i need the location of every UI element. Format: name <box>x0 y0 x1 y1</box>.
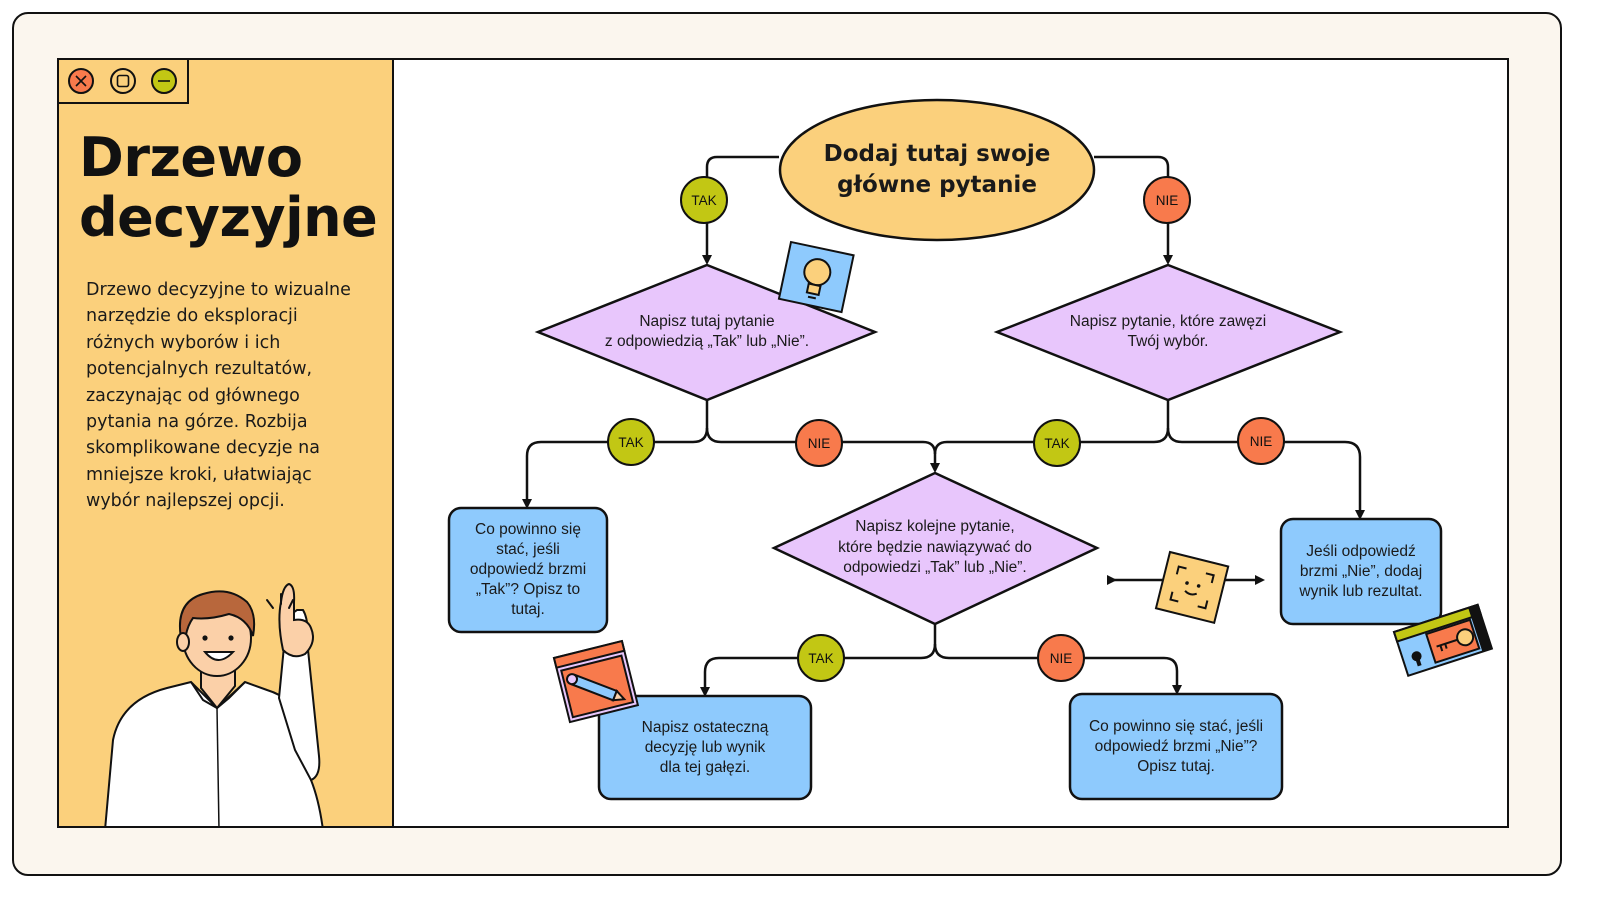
person-illustration <box>104 582 324 826</box>
no-badge-middle: NIE <box>1037 634 1085 682</box>
box-bottom-left-shape <box>597 694 813 801</box>
close-icon <box>75 75 87 87</box>
root-question[interactable]: Dodaj tutaj swoje główne pytanie <box>823 141 1051 198</box>
yes-badge-root: TAK <box>680 176 728 224</box>
edge-root-yes <box>702 155 779 265</box>
result-box-left[interactable]: Co powinno się stać, jeśli odpowiedź brz… <box>469 521 587 618</box>
face-id-icon <box>1154 550 1230 625</box>
edge-mq-no <box>933 643 1182 695</box>
page-title: Drzewo decyzyjne <box>79 126 378 249</box>
no-badge-left: NIE <box>795 419 843 467</box>
diamond-right <box>993 263 1344 402</box>
maximize-icon <box>116 74 130 88</box>
box-left-shape <box>447 506 609 634</box>
root-oval <box>778 98 1096 242</box>
no-badge-root: NIE <box>1143 176 1191 224</box>
maximize-button[interactable] <box>110 68 136 94</box>
box-bottom-right-shape <box>1068 692 1284 801</box>
window-controls <box>59 60 189 104</box>
pencil-icon <box>552 639 640 724</box>
decision-tree-canvas: Dodaj tutaj swoje główne pytanie Napisz … <box>394 60 1506 825</box>
lightbulb-icon <box>777 240 855 314</box>
question-left[interactable]: Napisz tutaj pytanie z odpowiedzią „Tak”… <box>604 312 810 351</box>
result-box-bottom-left[interactable]: Napisz ostateczną decyzję lub wynik dla … <box>641 718 769 776</box>
minimize-button[interactable] <box>151 68 177 94</box>
diamond-middle <box>771 471 1100 626</box>
question-right[interactable]: Napisz pytanie, które zawęzi Twój wybór. <box>1069 312 1267 351</box>
sidebar: Drzewo decyzyjne Drzewo decyzyjne to wiz… <box>59 60 394 826</box>
yes-badge-right: TAK <box>1033 419 1081 467</box>
app-window: Drzewo decyzyjne Drzewo decyzyjne to wiz… <box>57 58 1509 828</box>
question-middle[interactable]: Napisz kolejne pytanie, które będzie naw… <box>838 518 1032 577</box>
key-icon <box>1392 603 1494 678</box>
result-box-right[interactable]: Jeśli odpowiedź brzmi „Nie”, dodaj wynik… <box>1299 542 1423 600</box>
edge-rq-no <box>1166 427 1365 520</box>
result-box-bottom-right[interactable]: Co powinno się stać, jeśli odpowiedź brz… <box>1088 717 1264 775</box>
no-badge-right: NIE <box>1237 417 1285 465</box>
yes-badge-left: TAK <box>607 418 655 466</box>
edge-root-no <box>1094 155 1173 265</box>
connectors <box>447 98 1494 801</box>
yes-badge-middle: TAK <box>797 634 845 682</box>
box-right-shape <box>1279 517 1443 626</box>
close-button[interactable] <box>68 68 94 94</box>
minimize-icon <box>158 80 170 82</box>
sidebar-description: Drzewo decyzyjne to wizualne narzędzie d… <box>86 280 351 512</box>
